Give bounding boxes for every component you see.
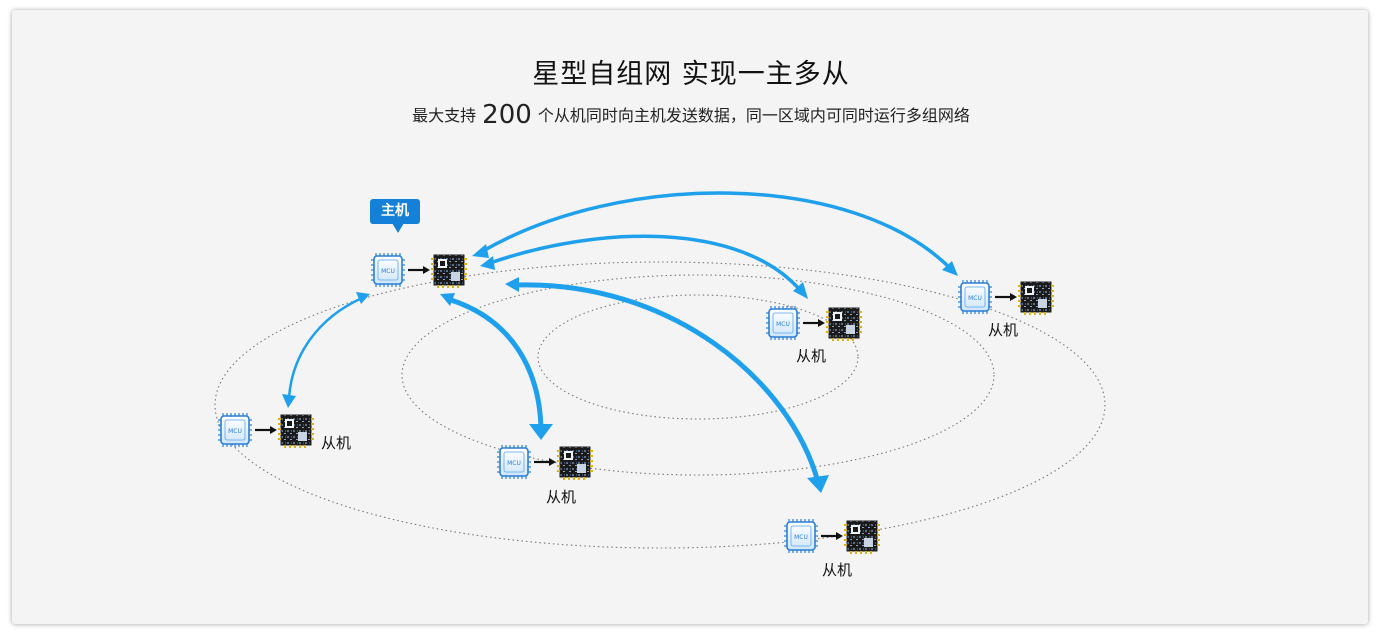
diagram-card (12, 10, 1368, 624)
slave-node: MCU (217, 412, 315, 449)
rf-module-icon (277, 414, 315, 449)
master-node: MCU (370, 252, 468, 289)
ring-outer (214, 261, 1106, 549)
master-badge: 主机 (370, 199, 420, 233)
arrow-master-slave-far-right (481, 191, 952, 270)
mcu-chip-text: MCU (228, 428, 242, 435)
subtitle-suffix: 个从机同时向主机发送数据，同一区域内可同时运行多组网络 (537, 106, 970, 125)
arrowhead-left-start (356, 292, 370, 304)
rf-module-icon (1017, 281, 1055, 316)
ring-middle (401, 274, 995, 476)
mcu-chip-text: MCU (507, 460, 521, 467)
rf-module-icon (825, 307, 863, 342)
mcu-chip-text: MCU (381, 268, 395, 275)
slave-label-left: 从机 (321, 434, 352, 452)
slave-label-bottom: 从机 (822, 561, 853, 579)
arrowhead-center-start (440, 293, 455, 306)
arrowhead-bottom-start (505, 277, 519, 292)
ring-inner (537, 294, 859, 420)
mcu-chip-text: MCU (968, 295, 982, 302)
arrow-master-slave-bottom (512, 282, 821, 485)
slave-node: MCU (783, 518, 881, 555)
arrow-master-slave-mid-right (488, 234, 802, 292)
slave-label-far-right: 从机 (988, 321, 1019, 339)
arrowhead-bottom-end (807, 475, 829, 493)
subtitle-prefix: 最大支持 (412, 106, 477, 125)
slave-label-center: 从机 (546, 488, 577, 506)
arrow-right-icon (801, 317, 827, 329)
arrow-right-icon (819, 530, 845, 542)
page-title: 星型自组网 实现一主多从 (532, 59, 850, 90)
subtitle-number: 200 (482, 100, 532, 130)
mcu-chip-text: MCU (794, 534, 808, 541)
rf-module-icon (430, 254, 468, 289)
arrowhead-mid-right-end (793, 282, 808, 299)
network-rings (214, 261, 1106, 549)
arrow-right-icon (253, 424, 279, 436)
arrow-right-icon (406, 264, 432, 276)
slave-node: MCU (765, 305, 863, 342)
arrowhead-far-right-start (472, 244, 489, 258)
arrow-right-icon (993, 291, 1019, 303)
mcu-chip-text: MCU (776, 321, 790, 328)
arrowhead-mid-right-start (480, 256, 495, 270)
arrow-heads (282, 244, 958, 493)
arrowhead-center-end (529, 424, 553, 440)
rf-module-icon (556, 446, 594, 481)
slave-node: MCU (496, 444, 594, 481)
arrowhead-far-right-end (942, 261, 958, 276)
arrow-master-slave-center (448, 297, 544, 433)
slave-label-mid-right: 从机 (796, 347, 827, 365)
arrowhead-left-end (282, 394, 296, 408)
rf-module-icon (843, 520, 881, 555)
arrow-master-slave-left (287, 296, 364, 400)
slave-node: MCU (957, 279, 1055, 316)
link-arrows (287, 191, 952, 485)
page-subtitle: 最大支持 200 个从机同时向主机发送数据，同一区域内可同时运行多组网络 (0, 100, 1382, 130)
